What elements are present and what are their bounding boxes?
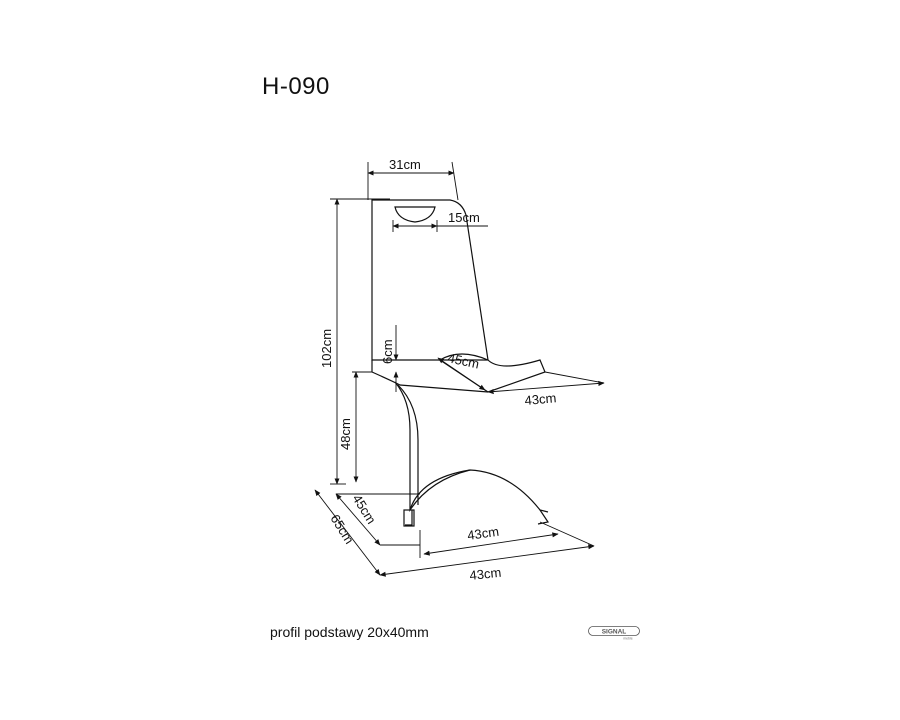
dim-top-width: 31cm — [389, 157, 421, 172]
dim-base-inner-width: 43cm — [466, 524, 500, 543]
logo-name: SIGNAL — [602, 629, 627, 636]
dim-armrest-gap: 6cm — [380, 339, 395, 364]
product-title: H-090 — [262, 73, 330, 100]
dim-seat-height: 48cm — [338, 418, 353, 450]
dim-seat-depth: 45cm — [446, 350, 480, 371]
profile-note: profil podstawy 20x40mm — [270, 624, 429, 640]
signal-logo: SIGNAL meble — [588, 626, 640, 640]
dim-base-depth: 45cm — [349, 492, 379, 527]
dim-total-height: 102cm — [319, 329, 334, 368]
chair-outline — [371, 199, 549, 527]
dim-total-depth: 65cm — [327, 512, 357, 547]
dim-base-width: 43cm — [469, 565, 502, 583]
dimension-lines — [314, 161, 605, 577]
dim-seat-width: 43cm — [524, 390, 557, 408]
logo-sub: meble — [623, 637, 633, 641]
dim-handle-width: 15cm — [448, 210, 480, 225]
